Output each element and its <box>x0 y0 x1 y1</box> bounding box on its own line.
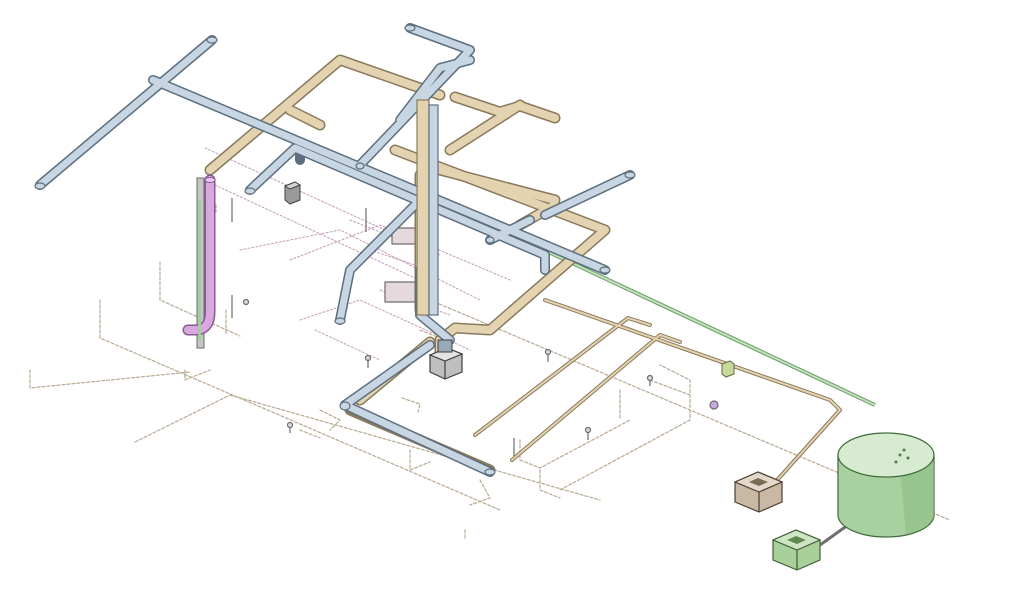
drainage-network <box>29 204 951 539</box>
return-duct-network <box>204 54 842 490</box>
riser-ducts <box>416 99 439 316</box>
inspection-chamber-green <box>771 523 849 571</box>
control-box <box>283 181 302 205</box>
storage-tank <box>837 432 935 538</box>
vent-stack <box>182 174 216 349</box>
fixtures <box>231 198 719 456</box>
junction-box <box>721 360 735 378</box>
air-handler-unit <box>428 339 464 380</box>
supply-duct-network <box>34 23 636 477</box>
inspection-chamber-tan <box>733 471 784 513</box>
